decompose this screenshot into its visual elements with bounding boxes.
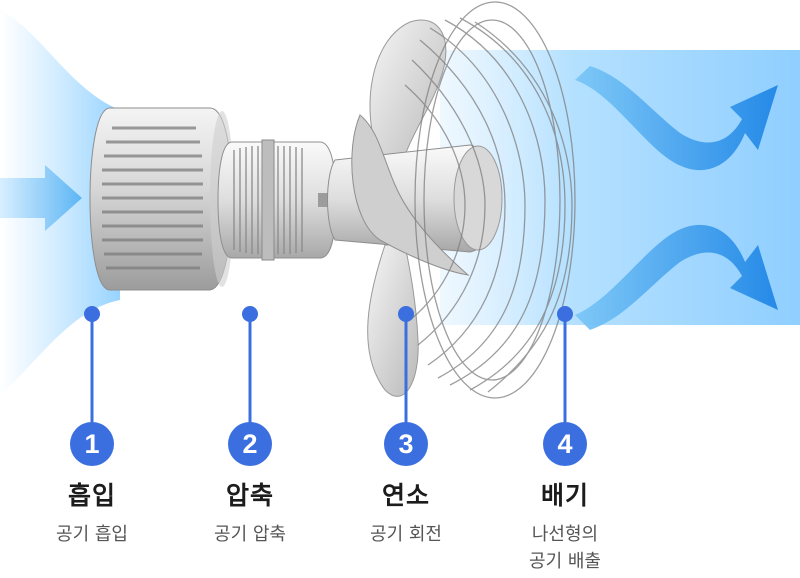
stage-title: 배기 bbox=[540, 481, 589, 510]
stage-description-line: 공기 회전 bbox=[370, 524, 442, 545]
stage-description-line: 공기 흡입 bbox=[56, 524, 128, 545]
intake-arrow-icon bbox=[0, 165, 82, 231]
stage-number-badge: 3 bbox=[384, 422, 428, 466]
stage-exhaust: 4 배기 나선형의 공기 배출 bbox=[490, 0, 640, 578]
stage-number-badge: 4 bbox=[543, 422, 587, 466]
stage-compression: 2 압축 공기 압축 bbox=[175, 0, 325, 578]
stage-number-badge: 2 bbox=[228, 422, 272, 466]
stage-description: 나선형의 공기 배출 bbox=[490, 521, 640, 575]
combustion-section bbox=[327, 1, 576, 399]
stage-title: 압축 bbox=[225, 481, 274, 510]
stage-description-line: 공기 배출 bbox=[529, 551, 601, 572]
stage-combustion: 3 연소 공기 회전 bbox=[331, 0, 481, 578]
stage-title: 연소 bbox=[381, 481, 430, 510]
stage-description: 공기 회전 bbox=[331, 521, 481, 548]
stage-intake: 1 흡입 공기 흡입 bbox=[17, 0, 167, 578]
stage-description: 공기 압축 bbox=[175, 521, 325, 548]
stage-description-line: 나선형의 bbox=[531, 524, 599, 545]
callout-leaders bbox=[90, 314, 567, 425]
stage-description: 공기 흡입 bbox=[17, 521, 167, 548]
stage-description-line: 공기 압축 bbox=[214, 524, 286, 545]
stage-title: 흡입 bbox=[67, 481, 116, 510]
spiral-exhaust-icon bbox=[575, 66, 778, 330]
callout-dots bbox=[84, 306, 573, 322]
stage-number-badge: 1 bbox=[70, 422, 114, 466]
